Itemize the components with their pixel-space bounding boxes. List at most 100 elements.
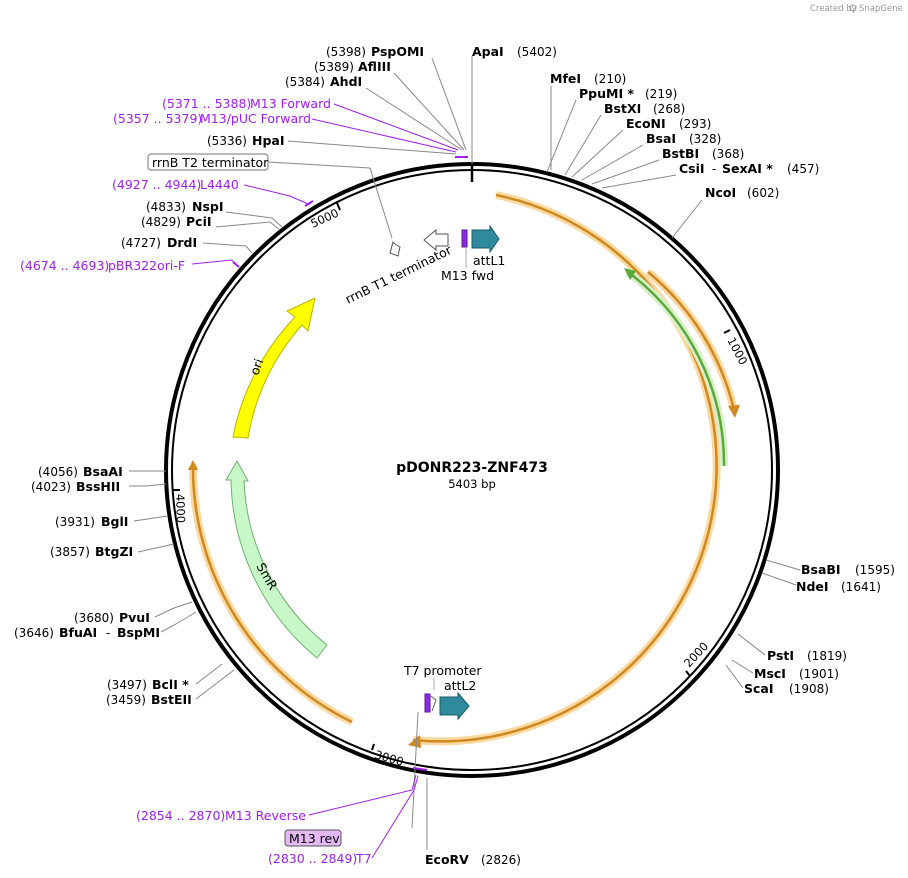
rrnb-t2-feature: rrnB T2 terminator — [147, 153, 401, 257]
primer-m13-forward: (5371 .. 5388) M13 Forward — [162, 96, 331, 111]
rrnb-t2-leader-a — [267, 161, 371, 169]
site-econi-pos: (293) — [679, 117, 711, 131]
leader-aflii — [393, 72, 465, 151]
orf-green-arrowhead — [624, 268, 636, 280]
rrnb-t2-arrow — [389, 241, 401, 257]
site-nspi: (4833) NspI — [146, 199, 224, 214]
credit-brand: SnapGene — [859, 4, 903, 14]
tick-5000-mark — [336, 202, 341, 211]
site-hpai: (5336) HpaI — [207, 133, 285, 148]
site-bstbi: BstBI (368) — [662, 146, 744, 161]
primer-mark-m13-reverse — [412, 767, 428, 771]
site-ecorv-pos: (2826) — [481, 853, 521, 867]
leader-bsabi — [765, 559, 801, 571]
site-aflii-pos: (5389) — [314, 60, 354, 74]
tick-4000-label: 4000 — [173, 494, 188, 524]
rrnb-t1-feature: rrnB T1 terminator — [343, 228, 455, 307]
site-ppumi-name: PpuMI * — [579, 86, 634, 101]
site-bcli: (3497) BclI * — [107, 677, 189, 692]
site-ndei-name: NdeI — [796, 579, 829, 594]
ori-feature: ori — [232, 297, 316, 439]
ori-arrow — [232, 297, 316, 439]
site-drdi: (4727) DrdI — [121, 235, 197, 250]
site-pvui-pos: (3680) — [74, 611, 114, 625]
site-msci: MscI (1901) — [754, 666, 839, 681]
site-csii-pos: (457) — [787, 162, 819, 176]
primer-l4440-range: (4927 .. 4944) — [112, 177, 201, 192]
site-hpai-pos: (5336) — [207, 134, 247, 148]
site-msci-pos: (1901) — [799, 667, 839, 681]
tick-2000-mark — [685, 670, 691, 677]
site-bsteii: (3459) BstEII — [106, 692, 192, 707]
site-bsaai: (4056) BsaAI — [38, 464, 123, 479]
primer-mark-pbr322ori-f — [232, 261, 240, 268]
site-apai-pos: (5402) — [517, 45, 557, 59]
primer-pbr322ori-f-name: pBR322ori-F — [108, 258, 185, 273]
primer-m13-reverse: (2854 .. 2870) M13 Reverse — [136, 808, 306, 823]
site-bstxi-name: BstXI — [604, 101, 641, 116]
m13fwd-box — [461, 229, 468, 248]
leader-nspi — [225, 211, 283, 228]
m13fwd-feature: M13 fwd — [441, 229, 494, 283]
site-bsshii: (4023) BssHII — [31, 479, 120, 494]
site-btgzi-pos: (3857) — [50, 545, 90, 559]
leader-l4440 — [243, 184, 309, 205]
primer-t7-name: T7 — [355, 851, 372, 866]
orf-main-arrowhead — [408, 735, 421, 748]
orf-main-line — [412, 193, 718, 743]
primer-t7: (2830 .. 2849) T7 — [268, 851, 372, 866]
leader-psti — [737, 633, 766, 656]
m13rev-feature: M13 rev — [284, 711, 419, 847]
site-ndei: NdeI (1641) — [796, 579, 881, 594]
site-bfuai-sep: - — [106, 626, 110, 640]
leader-m13-puc — [311, 118, 457, 153]
site-bfuai-pos: (3646) — [14, 626, 54, 640]
attl2-feature: attL2 — [439, 678, 476, 721]
site-pcii-name: PciI — [186, 214, 212, 229]
rrnb-t2-label: rrnB T2 terminator — [152, 155, 269, 170]
leader-bgli — [133, 515, 169, 522]
site-bstbi-pos: (368) — [712, 147, 744, 161]
site-bsteii-pos: (3459) — [106, 693, 146, 707]
ori-label: ori — [247, 357, 267, 377]
m13rev-label: M13 rev — [289, 831, 340, 846]
snapgene-logo-icon — [849, 4, 857, 12]
primer-t7-range: (2830 .. 2849) — [268, 851, 357, 866]
primer-m13-forward-name: M13 Forward — [250, 96, 331, 111]
site-bfuai-name: BfuAI — [59, 625, 97, 640]
smr-arrow — [225, 459, 328, 659]
t7-promoter-box — [424, 693, 431, 713]
site-bsshii-pos: (4023) — [31, 480, 71, 494]
site-bsai-pos: (328) — [689, 132, 721, 146]
primer-m13-forward-range: (5371 .. 5388) — [162, 96, 251, 111]
attl1-label: attL1 — [473, 253, 505, 268]
primer-marks — [232, 156, 468, 771]
site-bsabi-name: BsaBI — [801, 562, 841, 577]
leader-m13-forward — [333, 103, 459, 151]
attl2-arrow — [439, 691, 470, 721]
site-csii-sep: - — [712, 162, 716, 176]
site-bcli-pos: (3497) — [107, 678, 147, 692]
leader-bfuai — [160, 611, 197, 633]
site-mfei: MfeI (210) — [550, 71, 626, 86]
primer-mark-l4440 — [304, 200, 314, 207]
primer-leaders — [191, 103, 459, 859]
site-mfei-pos: (210) — [594, 72, 626, 86]
leader-bcli — [195, 663, 223, 685]
site-bcli-name: BclI * — [152, 677, 189, 692]
leader-btgzi — [137, 543, 175, 553]
leader-hpai — [287, 140, 457, 155]
orf-green-line — [627, 271, 726, 467]
primer-m13-puc-range: (5357 .. 5379) — [113, 111, 202, 126]
site-bsabi-pos: (1595) — [855, 563, 895, 577]
site-ecorv-name: EcoRV — [425, 852, 469, 867]
site-pcii-pos: (4829) — [141, 215, 181, 229]
site-ndei-pos: (1641) — [841, 580, 881, 594]
leader-ndei — [761, 572, 797, 586]
site-sexai-name: SexAI * — [722, 161, 773, 176]
orf-main-arc — [408, 191, 721, 748]
site-ahdi-pos: (5384) — [285, 75, 325, 89]
site-bsteii-name: BstEII — [151, 692, 192, 707]
site-ncoi: NcoI (602) — [705, 185, 779, 200]
